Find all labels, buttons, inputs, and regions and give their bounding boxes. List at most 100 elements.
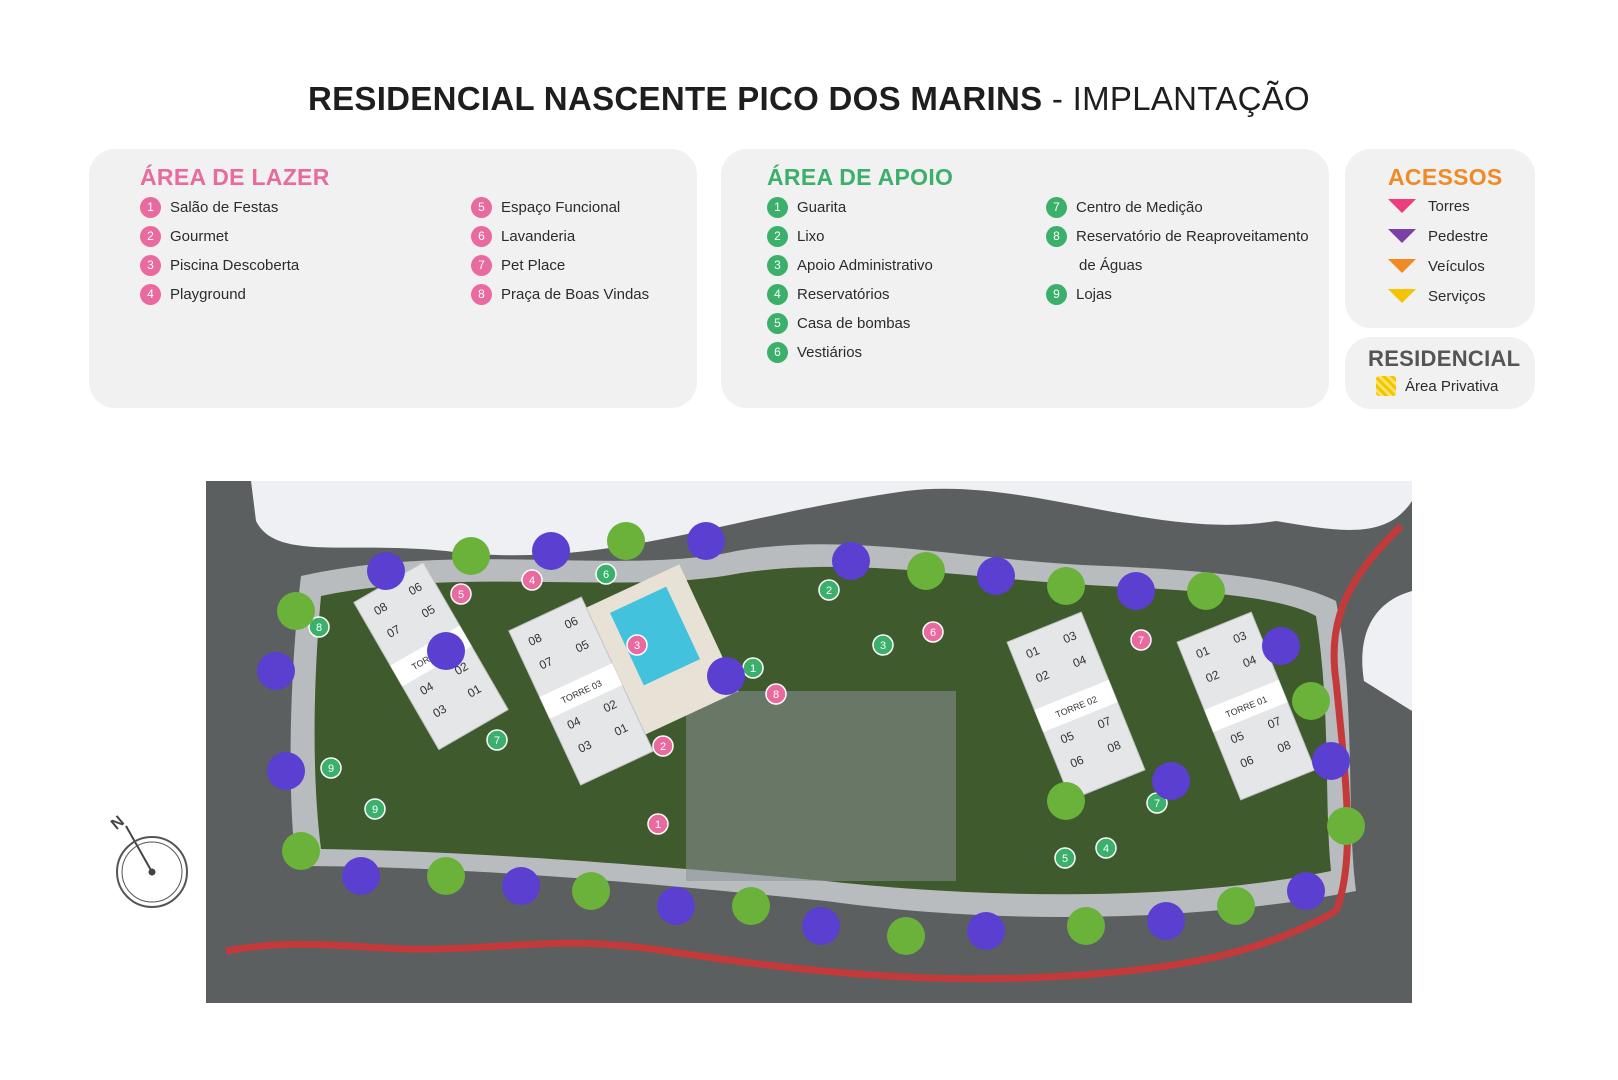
tree-icon <box>907 552 945 590</box>
acessos-item-servicos: Serviços <box>1388 285 1486 307</box>
apoio-label: Reservatório de Reaproveitamento <box>1076 227 1309 245</box>
site-plan-map: TORRE 040806070504020301TORRE 0308060705… <box>206 481 1412 1003</box>
tree-icon <box>887 917 925 955</box>
unit-label: 06 <box>1238 753 1256 771</box>
acessos-label: Pedestre <box>1428 227 1489 245</box>
lazer-label: Espaço Funcional <box>501 198 621 216</box>
lazer-marker-dot <box>922 621 944 643</box>
unit-label: 01 <box>1024 643 1042 661</box>
unit-label: 08 <box>1275 738 1293 756</box>
apoio-label-cont: de Águas <box>1079 256 1143 274</box>
tower-core <box>539 663 623 719</box>
apoio-marker: 7 <box>486 729 508 751</box>
unit-label: 02 <box>1204 667 1222 685</box>
apoio-marker-dot <box>1054 847 1076 869</box>
apoio-marker: 8 <box>308 616 330 638</box>
lazer-marker-number: 2 <box>660 741 666 753</box>
lazer-label: Gourmet <box>170 227 229 245</box>
unit-label: 05 <box>573 637 591 655</box>
lazer-marker-number: 5 <box>458 589 464 601</box>
lazer-marker: 8 <box>765 683 787 705</box>
tree-icon <box>832 542 870 580</box>
tower-core <box>1034 679 1118 733</box>
unit-label: 06 <box>562 613 580 631</box>
acessos-label: Torres <box>1428 197 1470 215</box>
tree-icon <box>342 857 380 895</box>
tree-icon <box>1117 572 1155 610</box>
unit-label: 01 <box>1194 643 1212 661</box>
residencial-item: Área Privativa <box>1376 375 1498 397</box>
tree-icon <box>1147 902 1185 940</box>
acessos-heading: ACESSOS <box>1388 164 1503 190</box>
lazer-label: Piscina Descoberta <box>170 256 300 274</box>
unit-label: 07 <box>1265 714 1283 732</box>
tree-icon <box>1187 572 1225 610</box>
apoio-marker-number: 1 <box>750 663 756 675</box>
tree-icon <box>502 867 540 905</box>
tree-icon <box>532 532 570 570</box>
acessos-item-pedestre: Pedestre <box>1388 225 1488 247</box>
unit-label: 04 <box>565 714 583 732</box>
unit-label: 07 <box>1095 714 1113 732</box>
apoio-marker-dot <box>1095 837 1117 859</box>
lazer-label: Lavanderia <box>501 227 576 245</box>
tree-icon <box>1067 907 1105 945</box>
unit-label: 04 <box>1071 652 1089 670</box>
apoio-marker-dot <box>818 579 840 601</box>
lazer-marker-dot <box>521 569 543 591</box>
lazer-marker: 4 <box>521 569 543 591</box>
map-pool <box>609 586 701 686</box>
unit-label: 01 <box>465 681 484 700</box>
map-bike-lane-right <box>1330 523 1404 913</box>
map-lazer-markers: 1 2 3 4 5 6 7 8 <box>450 569 1152 835</box>
lazer-marker: 2 <box>652 735 674 757</box>
lazer-label: Playground <box>170 285 246 303</box>
apoio-marker-number: 3 <box>880 640 886 652</box>
lazer-num: 6 <box>471 225 492 247</box>
apoio-num: 4 <box>767 283 788 305</box>
apoio-num: 1 <box>767 196 788 218</box>
lazer-marker-number: 1 <box>655 819 661 831</box>
apoio-label: Reservatórios <box>797 285 890 303</box>
unit-label: 05 <box>419 602 438 621</box>
apoio-marker: 9 <box>364 798 386 820</box>
tree-icon <box>267 752 305 790</box>
apoio-marker: 5 <box>1054 847 1076 869</box>
map-trees <box>257 522 1365 955</box>
apoio-marker-number: 7 <box>494 735 500 747</box>
acessos-label: Veículos <box>1428 257 1485 275</box>
apoio-marker-number: 6 <box>603 569 609 581</box>
apoio-marker-dot <box>872 634 894 656</box>
apoio-marker: 2 <box>818 579 840 601</box>
lazer-item-6: 6 Lavanderia <box>471 225 575 247</box>
unit-label: 08 <box>526 630 544 648</box>
apoio-marker-number: 2 <box>826 585 832 597</box>
unit-label: 05 <box>1228 728 1246 746</box>
lazer-num: 2 <box>140 225 161 247</box>
apoio-marker: 4 <box>1095 837 1117 859</box>
unit-label: 06 <box>1068 753 1086 771</box>
apoio-num: 6 <box>767 341 788 363</box>
apoio-marker-number: 8 <box>316 622 322 634</box>
tree-icon <box>657 887 695 925</box>
lazer-marker-dot <box>647 813 669 835</box>
lazer-num: 7 <box>471 254 492 276</box>
lazer-marker-number: 8 <box>773 689 779 701</box>
title-separator: - <box>1042 80 1073 117</box>
compass-needle <box>125 825 153 873</box>
tree-icon <box>572 872 610 910</box>
title-main: RESIDENCIAL NASCENTE PICO DOS MARINS <box>307 80 1043 117</box>
tree-icon <box>707 657 745 695</box>
apoio-marker: 1 <box>742 657 764 679</box>
unit-label: 03 <box>1061 628 1079 646</box>
tree-icon <box>802 907 840 945</box>
tree-icon <box>427 632 465 670</box>
tree-icon <box>1287 872 1325 910</box>
